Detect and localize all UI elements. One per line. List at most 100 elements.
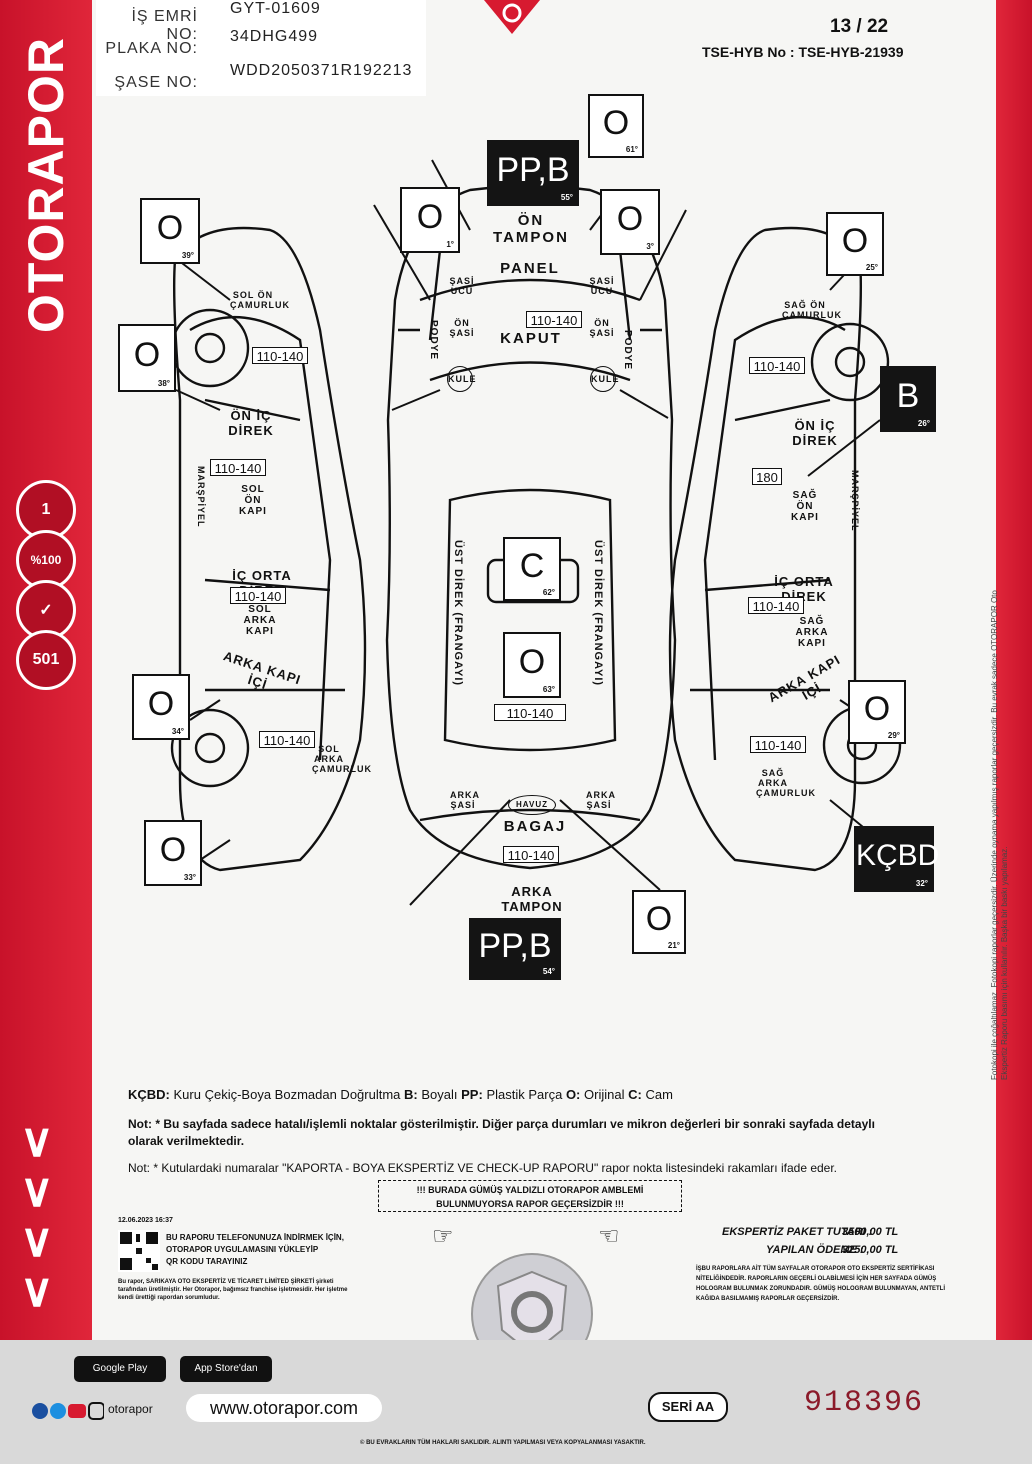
range-sol-arka-kapi: 110-140 [230,587,286,604]
is-emri-value: GYT-01609 [230,0,321,17]
label-ust-direk-right: ÜST DİREK (FRANGAYI) [592,540,604,687]
qr-instructions: BU RAPORU TELEFONUNUZA İNDİRMEK İÇİN, OT… [166,1233,344,1266]
label-sol-arka-kapi: SOL ARKA KAPI [243,604,277,637]
range-tavan: 110-140 [494,704,566,721]
label-on-sasi-right: ÖN ŞASİ [589,318,615,338]
hand-pointer-icon: ☞ [432,1223,454,1250]
app-store-button[interactable]: App Store'dan [180,1356,272,1382]
label-on-ic-direk-left: ÖN İÇ DİREK [228,408,274,438]
label-arka-sasi-left: ARKA ŞASİ [450,790,480,810]
label-bagaj: BAGAJ [503,818,567,835]
odeme-label: YAPILAN ÖDEME : [766,1244,864,1256]
range-bagaj: 110-140 [503,846,559,863]
plaka-label: PLAKA NO: [105,40,198,57]
note-2: Not: * Kutulardaki numaralar "KAPORTA - … [128,1161,838,1175]
badge-one-icon: 1 [16,480,76,540]
header-box [96,0,426,96]
label-kaput: KAPUT [500,330,562,347]
range-sol-arka-camurluk: 110-140 [259,731,315,748]
google-play-button[interactable]: Google Play [74,1356,166,1382]
paket-value: 3500,00 TL [842,1226,899,1238]
label-podye-left: PODYE [428,320,439,361]
serial-number: 918396 [804,1386,925,1420]
sase-label: ŞASE NO: [114,74,198,91]
chevron-icon: ∨ [20,1214,54,1266]
label-ic-orta-direk-right: İÇ ORTA DİREK [774,574,834,604]
qr-code-icon [118,1230,160,1272]
chevron-icon: ∨ [20,1164,54,1216]
label-ust-direk-left: ÜST DİREK (FRANGAYI) [452,540,464,687]
label-panel: PANEL [500,260,560,277]
social-handle: otorapor [108,1402,153,1416]
label-sasi-ucu-left: ŞASİ UCU [449,276,475,296]
label-sag-on-camurluk: SAĞ ÖN ÇAMURLUK [782,300,842,320]
brand-emblem-icon [480,0,544,36]
label-sol-arka-camurluk: SOL ARKA ÇAMURLUK [312,744,372,774]
chevron-icon: ∨ [20,1264,54,1316]
page-number: 13 / 22 [830,16,889,37]
footer-band [0,1340,1032,1464]
report-date: 12.06.2023 16:37 [118,1217,173,1224]
is-emri-label: İŞ EMRİ NO: [131,8,198,43]
sase-value: WDD2050371R192213 [230,62,413,79]
label-arka-sasi-right: ARKA ŞASİ [586,790,616,810]
label-marspiyel-right: MARŞPİYEL [850,470,860,532]
label-kule-right: KULE [590,366,619,392]
note-1: Not: * Bu sayfada sadece hatalı/işlemli … [128,1117,875,1148]
paket-label: EKSPERTİZ PAKET TUTARI : [722,1226,873,1238]
range-sag-on-camurluk: 110-140 [749,357,805,374]
label-arka-tampon: ARKA TAMPON [501,884,563,914]
range-sol-on-camurluk: 110-140 [252,347,308,364]
plaka-value: 34DHG499 [230,28,319,45]
range-sag-arka-kapi: 110-140 [748,597,804,614]
label-on-ic-direk-right: ÖN İÇ DİREK [792,418,838,448]
label-kule-left: KULE [447,366,476,392]
chevron-icon: ∨ [20,1114,54,1166]
badge-501-icon: 501 [16,630,76,690]
copyright: © BU EVRAKLARIN TÜM HAKLARI SAKLIDIR. AL… [360,1440,646,1446]
website-link[interactable]: www.otorapor.com [186,1394,382,1422]
label-marspiyel-left: MARŞPİYEL [196,466,206,528]
label-sol-on-camurluk: SOL ÖN ÇAMURLUK [230,290,290,310]
range-sag-arka-camurluk: 110-140 [750,736,806,753]
label-podye-right: PODYE [622,330,633,371]
legend: KÇBD: Kuru Çekiç-Boya Bozmadan Doğrultma… [128,1087,673,1102]
label-havuz: HAVUZ [508,795,556,815]
odeme-value: 3250,00 TL [842,1244,899,1256]
label-sag-on-kapi: SAĞ ÖN KAPI [791,490,819,523]
label-sasi-ucu-right: ŞASİ UCU [589,276,615,296]
range-sol-on-kapi: 110-140 [210,459,266,476]
range-kaput: 110-140 [526,311,582,328]
label-sag-arka-kapi: SAĞ ARKA KAPI [795,616,829,649]
badge-percent-icon: %100 [16,530,76,590]
range-sag-on-kapi: 180 [752,468,782,485]
hand-pointer-icon: ☞ [598,1223,620,1250]
hologram-note: İŞBU RAPORLARA AİT TÜM SAYFALAR OTORAPOR… [696,1266,945,1302]
label-on-tampon: ÖN TAMPON [493,212,569,246]
tse-number: TSE-HYB No : TSE-HYB-21939 [702,44,904,60]
label-on-sasi-left: ÖN ŞASİ [449,318,475,338]
brand-band: OTORAPOR 1 %100 ✓ 501 ∨ ∨ ∨ ∨ [0,0,92,1340]
social-icons [32,1402,105,1420]
seri-badge: SERİ AA [648,1392,728,1422]
side-band [996,0,1032,1340]
label-sag-arka-camurluk: SAĞ ARKA ÇAMURLUK [756,768,816,798]
hologram-warning: !!! BURADA GÜMÜŞ YALDIZLI OTORAPOR AMBLE… [378,1180,682,1212]
